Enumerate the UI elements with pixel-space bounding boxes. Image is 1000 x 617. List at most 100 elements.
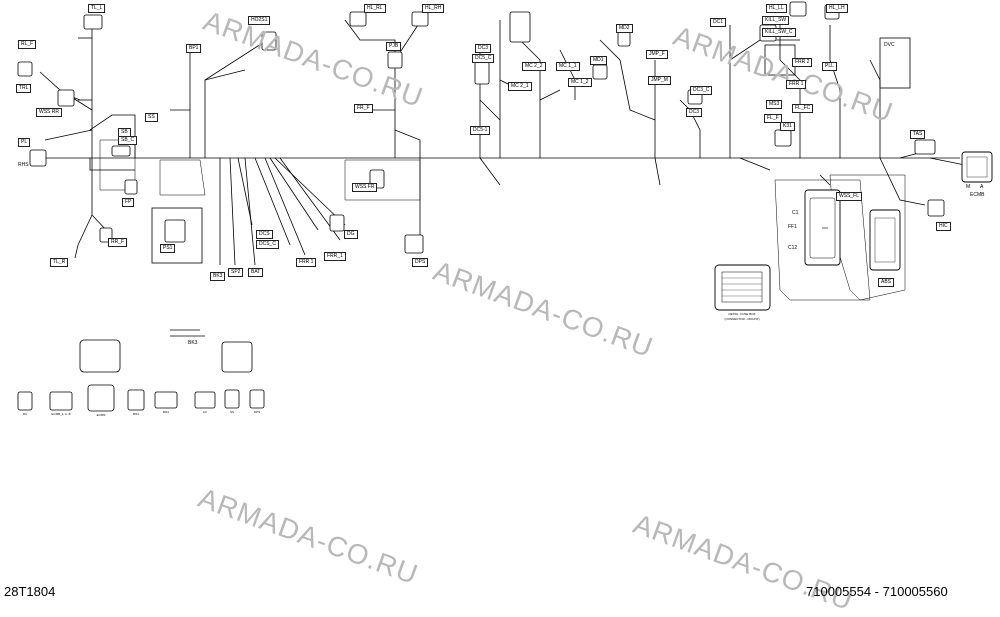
connector-dg	[329, 214, 345, 232]
label-abs: ABS	[878, 278, 895, 287]
legend-caption-8: DPS	[253, 410, 261, 414]
label-pl: PL	[18, 138, 31, 147]
label-c12: C12	[788, 245, 798, 251]
legend-connector-7	[224, 389, 240, 409]
label-wss-fr: WSS FR	[352, 183, 378, 192]
wiring-harness-diagram	[17, 1, 993, 412]
connector-ho2s1	[261, 31, 277, 51]
connector-sb	[111, 145, 131, 157]
label-ff1: FF1	[788, 224, 797, 230]
label-ecm-a: A	[980, 184, 984, 190]
label-bat: BAT	[248, 268, 264, 277]
label-hl-lh: HL_LH	[826, 4, 848, 13]
connector-wss-rr	[57, 89, 75, 107]
legend-connector-4	[127, 389, 145, 411]
legend-caption-3: ECMS	[96, 413, 106, 417]
diagram-id-left: 28T1804	[4, 584, 56, 599]
label-dcs: DCS	[256, 230, 273, 239]
connector-tas	[914, 139, 936, 155]
label-dps: DPS	[412, 258, 429, 267]
label-tas: TAS	[910, 130, 926, 139]
large-connector-6pin	[79, 339, 121, 373]
label-tl-r: TL_R	[50, 258, 69, 267]
label-md2: MD2	[616, 24, 633, 33]
legend-caption-6: AC	[202, 410, 208, 414]
label-fr-f: FR_F	[354, 104, 373, 113]
ecm-connector-block	[804, 189, 841, 266]
legend-caption-2: ECMB_1, A, B	[51, 412, 71, 416]
label-pjb: PJB	[386, 42, 402, 51]
part-number-range: 710005554 - 710005560	[806, 584, 948, 599]
connector-tl-l	[83, 14, 103, 30]
label-ecmb: ECMB	[970, 192, 985, 198]
connector-trl	[17, 61, 33, 77]
label-wss-rr: WSS RR	[36, 108, 62, 117]
label-rl-f: RL_F	[18, 40, 37, 49]
label-trl: TRL	[16, 84, 32, 93]
label-mc1-1: MC 1_1	[556, 62, 580, 71]
label-mc2-1: MC 2_1	[508, 82, 532, 91]
label-ss: SS	[145, 113, 158, 122]
label-frr1: FRR 1	[786, 80, 807, 89]
label-hic: HIC	[936, 222, 951, 231]
label-rhs: RHS	[18, 162, 29, 168]
label-jmp-m: JMP_M	[648, 76, 671, 85]
connector-hic	[927, 199, 945, 217]
connector-dc3	[509, 11, 531, 43]
label-dvc: DVC	[884, 42, 895, 48]
label-frr2-b: FRR_1	[324, 252, 346, 261]
label-hl-rh: HL_RH	[422, 4, 445, 13]
label-bk3-b: BK3	[188, 340, 198, 346]
connector-ps1	[164, 219, 186, 243]
label-c1: C1	[792, 210, 799, 216]
label-tl-l: TL_L	[88, 4, 106, 13]
legend-caption-4: MS1	[132, 412, 140, 416]
label-md1: MD1	[590, 56, 607, 65]
label-dcs-c: DCS_C	[256, 240, 279, 249]
label-kill-sw: KILL_SW	[762, 16, 790, 25]
ecm-caption: DETAIL: FUSE BOX	[728, 312, 756, 316]
label-ms3: MS3	[766, 100, 783, 109]
label-sb-c: SB_C	[118, 136, 138, 145]
label-kill-sw-c: KILL_SW_C	[762, 28, 796, 37]
legend-caption-7: SS	[229, 410, 234, 414]
legend-connector-5	[154, 391, 178, 409]
label-bp1: BP1	[186, 44, 202, 53]
fuse-box-connector	[714, 264, 771, 311]
large-connector-4pin	[221, 341, 253, 373]
legend-connector-6	[194, 391, 216, 409]
label-fl-fc: FL_FC	[792, 104, 814, 113]
connector-dps	[404, 234, 424, 254]
label-dc3: DC3	[475, 44, 492, 53]
label-fp: FP	[122, 198, 135, 207]
legend-caption-5: MS1	[162, 410, 170, 414]
ecm-header	[961, 151, 993, 183]
label-frr2: FRR 2	[792, 58, 813, 67]
label-hl-ll: HL_LL	[766, 4, 787, 13]
connector-hl-rl	[349, 11, 367, 27]
label-sp2: SP2	[228, 268, 244, 277]
legend-connector-2	[49, 391, 73, 411]
connector-hl-rh	[411, 11, 429, 27]
label-dg: DG	[344, 230, 358, 239]
label-ho2s1: HO2S1	[248, 16, 271, 25]
connector-fp	[124, 179, 138, 195]
label-fl-f: FL_F	[764, 114, 782, 123]
connector-dc5	[474, 61, 490, 85]
connector-md1	[592, 64, 608, 80]
label-mc1-2: MC 1_2	[568, 78, 592, 87]
label-dc3-c: DC3_C	[690, 86, 713, 95]
legend-connector-8	[249, 389, 265, 409]
label-jmp-f: JMP_F	[646, 50, 668, 59]
connector-hl-ll	[789, 1, 807, 17]
label-bk3: BK3	[210, 272, 226, 281]
connector-pjb	[387, 51, 403, 69]
label-pll: PLL	[822, 62, 837, 71]
label-wss-fl: WSS_FL	[836, 192, 863, 201]
legend-connector-1	[17, 391, 33, 411]
label-mc2-2: MC 2_2	[522, 62, 546, 71]
label-dc5-1: DC5-1	[470, 126, 491, 135]
connector-md2	[617, 31, 631, 47]
label-dc3-b: DC3	[686, 108, 703, 117]
label-ps1: PS1	[160, 244, 176, 253]
